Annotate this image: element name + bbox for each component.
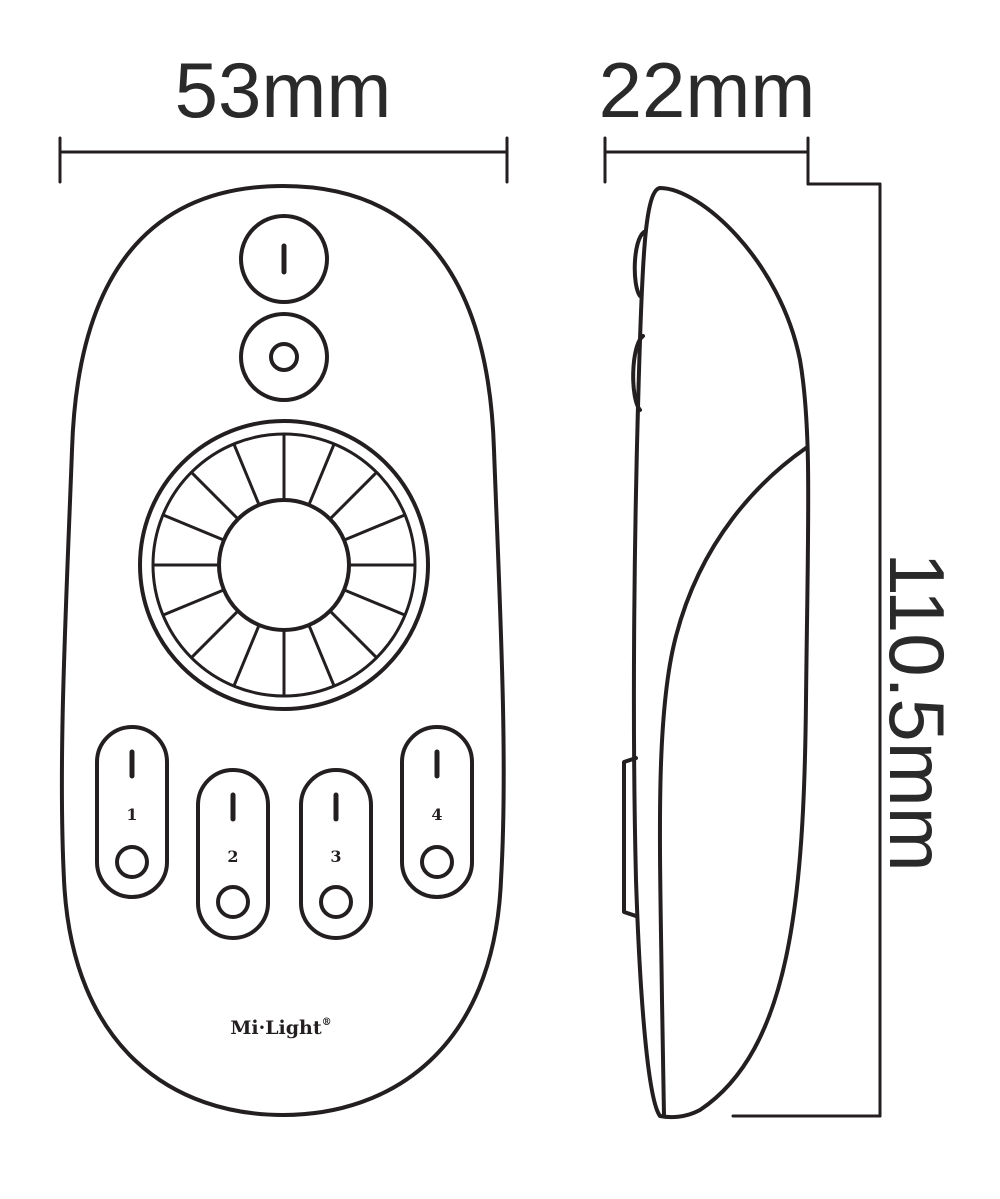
wheel-segment-divider bbox=[328, 609, 378, 659]
side-button-on bbox=[632, 230, 646, 298]
zone-1-off-icon bbox=[115, 845, 149, 879]
zone-1-label: 1 bbox=[126, 805, 137, 824]
zone-2-off-icon bbox=[216, 885, 250, 919]
wheel-segment-divider bbox=[232, 624, 261, 687]
zone-4-off-icon bbox=[420, 845, 454, 879]
zone-button-4[interactable]: 4 bbox=[400, 725, 474, 899]
wheel-center-button[interactable] bbox=[217, 498, 351, 632]
depth-dimension: 22mm bbox=[599, 46, 816, 186]
side-body-outline bbox=[631, 186, 811, 1120]
wheel-segment-divider bbox=[232, 443, 261, 506]
power-off-button[interactable] bbox=[239, 312, 329, 402]
wheel-segment-divider bbox=[328, 471, 378, 521]
wheel-segment-divider bbox=[190, 609, 240, 659]
wheel-segment-divider bbox=[307, 624, 336, 687]
height-label: 110.5mm bbox=[873, 552, 961, 871]
brand-registered-mark: ® bbox=[322, 1017, 332, 1028]
remote-body-outline bbox=[59, 184, 506, 1117]
zone-4-label: 4 bbox=[431, 805, 442, 824]
remote-side-view bbox=[622, 186, 811, 1120]
wheel-segment-divider bbox=[343, 588, 406, 617]
zone-button-3[interactable]: 3 bbox=[299, 768, 373, 940]
wheel-segment-divider bbox=[307, 443, 336, 506]
wheel-segment-divider bbox=[190, 471, 240, 521]
depth-label: 22mm bbox=[599, 46, 816, 134]
zone-3-off-icon bbox=[319, 885, 353, 919]
touch-wheel[interactable] bbox=[138, 419, 430, 711]
width-dimension: 53mm bbox=[58, 46, 509, 184]
zone-3-label: 3 bbox=[330, 847, 341, 866]
side-battery-cover bbox=[622, 756, 638, 918]
wheel-segment-divider bbox=[162, 588, 225, 617]
brand-logo: Mi·Light® bbox=[230, 1017, 331, 1039]
height-dimension: 110.5mm bbox=[731, 182, 961, 1118]
wheel-segment-divider bbox=[162, 513, 225, 542]
width-label: 53mm bbox=[175, 46, 392, 134]
brand-name: Mi·Light bbox=[230, 1017, 322, 1039]
side-button-off bbox=[631, 334, 645, 412]
wheel-segment-divider bbox=[343, 513, 406, 542]
zone-2-label: 2 bbox=[227, 847, 238, 866]
zone-button-1[interactable]: 1 bbox=[95, 725, 169, 899]
off-icon bbox=[269, 342, 299, 372]
wheel-segments bbox=[153, 434, 415, 696]
side-parting-line bbox=[657, 446, 808, 1118]
remote-front-view: 1 2 3 4 Mi·Light® bbox=[59, 184, 506, 1117]
zone-button-2[interactable]: 2 bbox=[196, 768, 270, 940]
power-on-button[interactable] bbox=[239, 214, 329, 304]
